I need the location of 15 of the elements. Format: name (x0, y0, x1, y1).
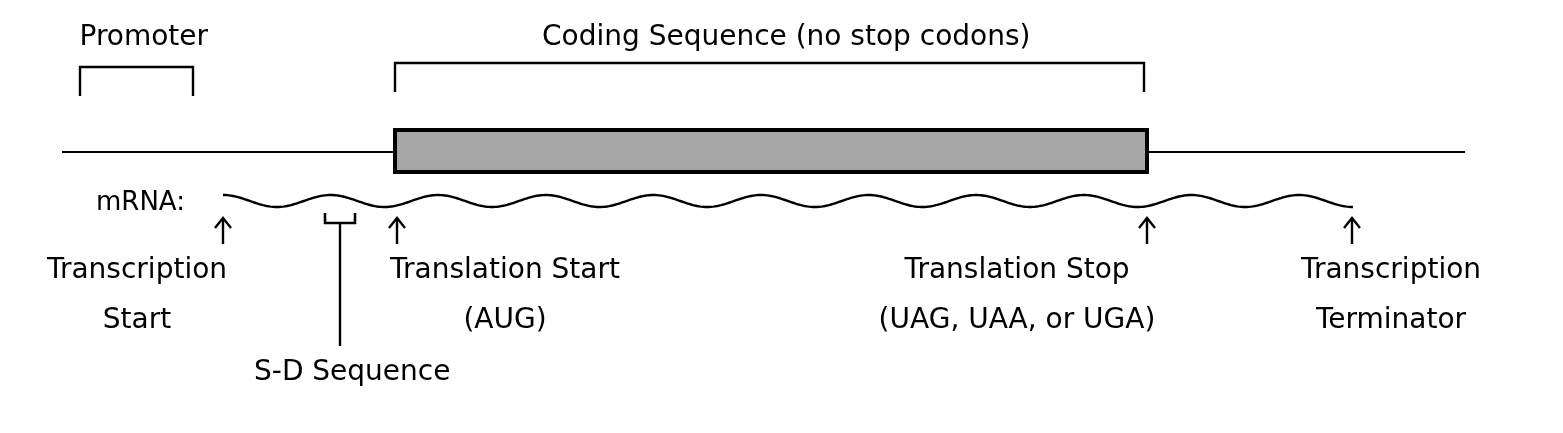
region-label: Coding Sequence (no stop codons) (542, 18, 1031, 54)
region-label: Promoter (79, 18, 209, 54)
leader-arrow (213, 216, 233, 244)
leader-arrow (1137, 216, 1157, 244)
leader-arrow (387, 216, 407, 244)
site-label: S-D Sequence (254, 346, 451, 396)
leader-arrow (1342, 216, 1362, 244)
leader-line (338, 223, 342, 346)
bracket (323, 213, 357, 225)
site-label: Translation Start (AUG) (389, 244, 621, 344)
coding-region-bar (393, 128, 1149, 174)
mrna-label: mRNA: (96, 185, 185, 218)
site-label: Transcription Start (45, 244, 229, 344)
site-label: Translation Stop (UAG, UAA, or UGA) (877, 244, 1157, 344)
site-label: Transcription Terminator (1299, 244, 1483, 344)
